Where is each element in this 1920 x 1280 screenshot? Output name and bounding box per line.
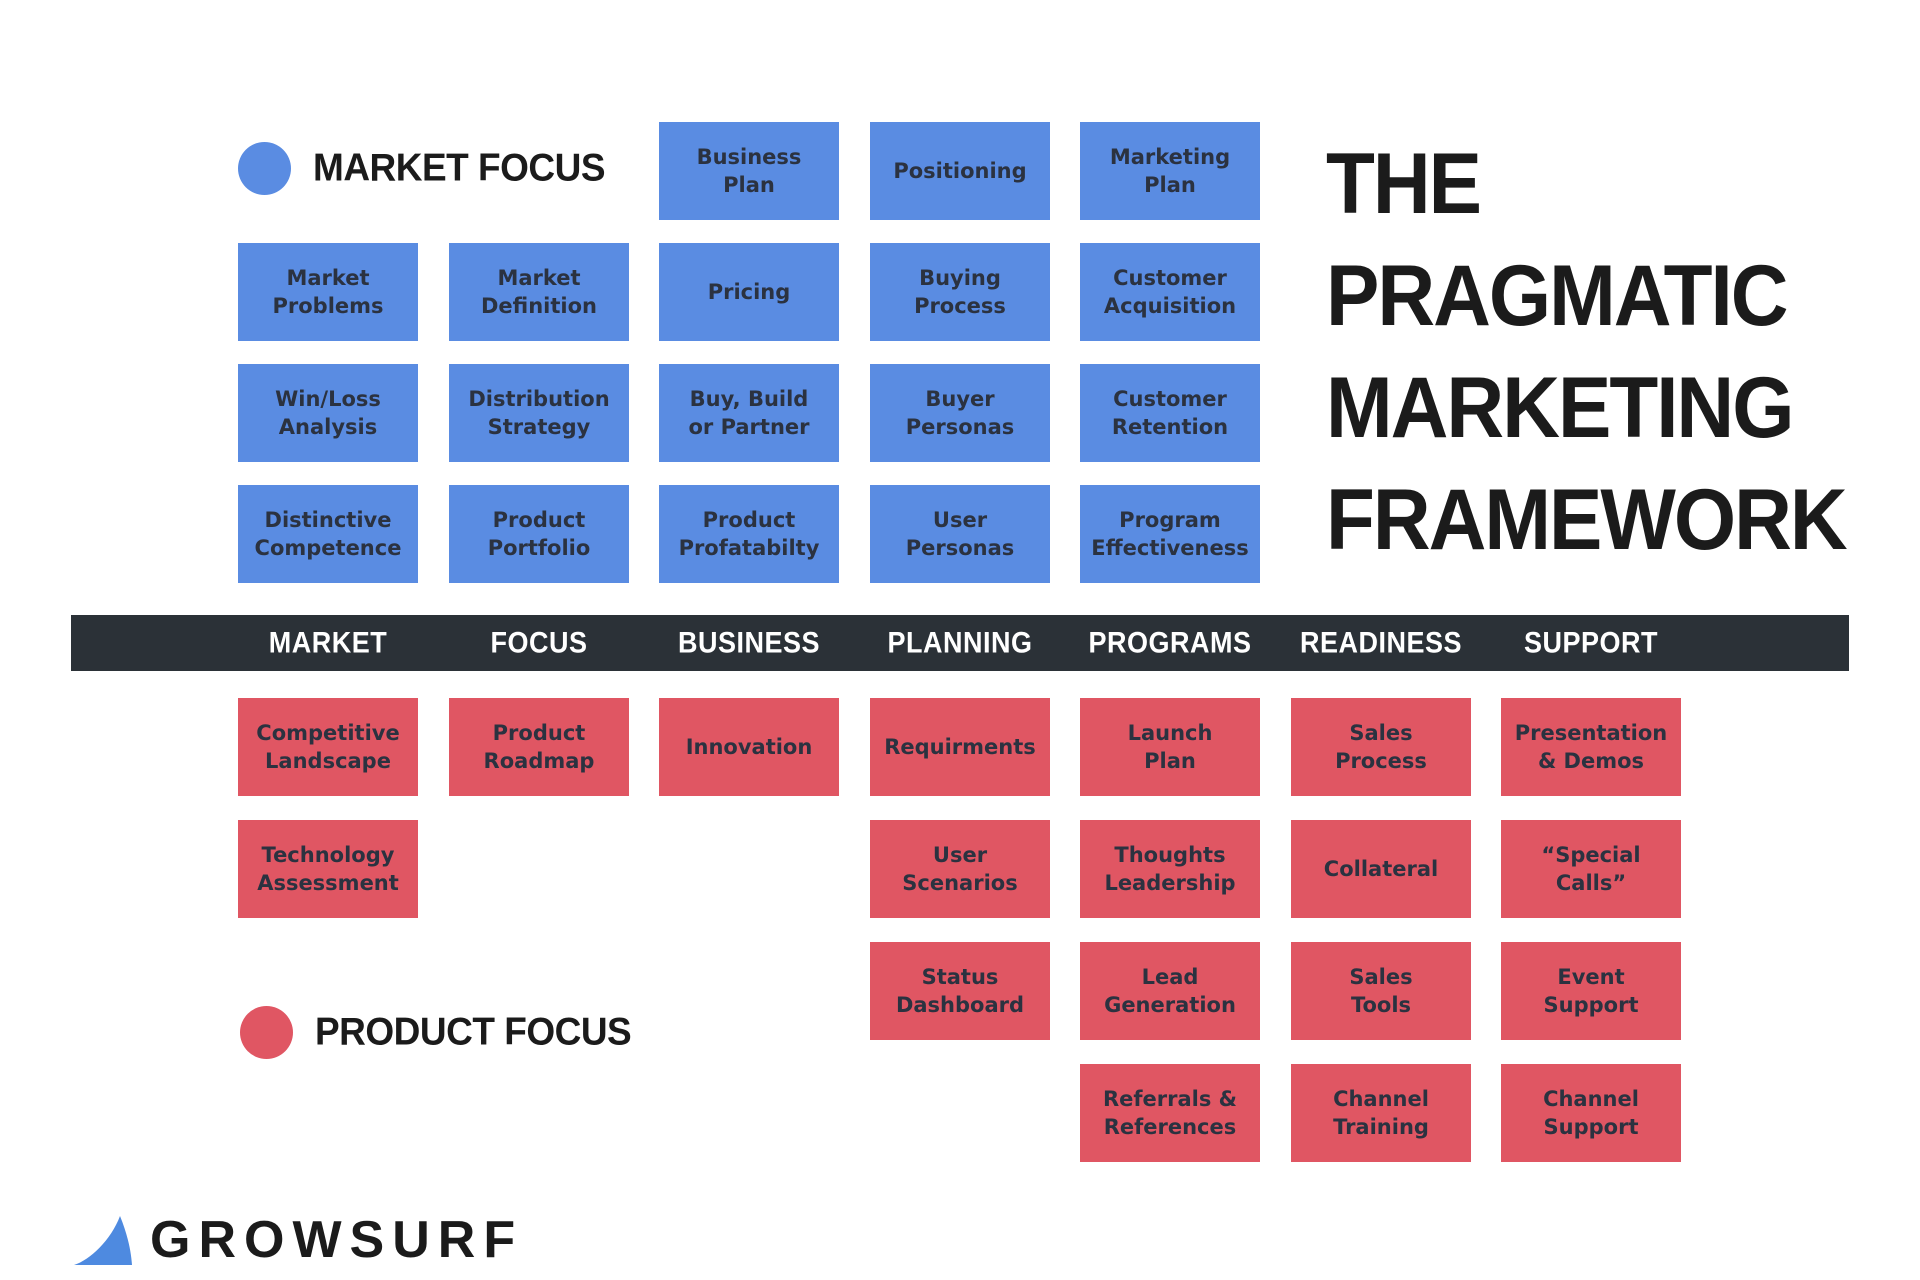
- product-focus-label: PRODUCT FOCUS: [315, 1009, 632, 1054]
- category-header-business: BUSINESS: [677, 626, 821, 660]
- box-product-roadmap: Product Roadmap: [449, 698, 629, 796]
- box-innovation: Innovation: [659, 698, 839, 796]
- box-customer-acquisition: Customer Acquisition: [1080, 243, 1260, 341]
- product-focus-legend: PRODUCT FOCUS: [240, 1005, 632, 1059]
- box-product-profatabilty: Product Profatabilty: [659, 485, 839, 583]
- box-launch-plan: Launch Plan: [1080, 698, 1260, 796]
- market-focus-dot-icon: [238, 141, 291, 195]
- category-header-market: MARKET: [268, 626, 388, 660]
- category-header-readiness: READINESS: [1299, 626, 1463, 660]
- box-pricing: Pricing: [659, 243, 839, 341]
- box-business-plan: Business Plan: [659, 122, 839, 220]
- box-status-dashboard: Status Dashboard: [870, 942, 1050, 1040]
- box-customer-retention: Customer Retention: [1080, 364, 1260, 462]
- title-line-marketing: MARKETING: [1326, 359, 1794, 456]
- box-referrals-references: Referrals & References: [1080, 1064, 1260, 1162]
- box-distribution-strategy: Distribution Strategy: [449, 364, 629, 462]
- box-requirments: Requirments: [870, 698, 1050, 796]
- category-header-planning: PLANNING: [887, 626, 1033, 660]
- page-title: THE PRAGMATIC MARKETING FRAMEWORK: [1326, 128, 1848, 576]
- box-buyer-personas: Buyer Personas: [870, 364, 1050, 462]
- box-marketing-plan: Marketing Plan: [1080, 122, 1260, 220]
- shark-fin-icon: [74, 1216, 132, 1265]
- box-channel-training: Channel Training: [1291, 1064, 1471, 1162]
- product-focus-dot-icon: [240, 1005, 293, 1059]
- box-market-problems: Market Problems: [238, 243, 418, 341]
- growsurf-wordmark: GROWSURF: [150, 1211, 524, 1269]
- box-event-support: Event Support: [1501, 942, 1681, 1040]
- growsurf-logo: GROWSURF: [74, 1211, 524, 1269]
- box-lead-generation: Lead Generation: [1080, 942, 1260, 1040]
- box-buy-build-or-partner: Buy, Build or Partner: [659, 364, 839, 462]
- title-line-framework: FRAMEWORK: [1326, 471, 1848, 568]
- market-focus-label: MARKET FOCUS: [313, 145, 606, 190]
- box-competitive-landscape: Competitive Landscape: [238, 698, 418, 796]
- box-thoughts-leadership: Thoughts Leadership: [1080, 820, 1260, 918]
- category-header-programs: PROGRAMS: [1088, 626, 1252, 660]
- title-line-pragmatic: PRAGMATIC: [1326, 247, 1788, 344]
- box-sales-tools: Sales Tools: [1291, 942, 1471, 1040]
- box-product-portfolio: Product Portfolio: [449, 485, 629, 583]
- box-special-calls: “Special Calls”: [1501, 820, 1681, 918]
- category-bar: [71, 615, 1849, 671]
- box-program-effectiveness: Program Effectiveness: [1080, 485, 1260, 583]
- market-focus-legend: MARKET FOCUS: [238, 141, 606, 195]
- box-collateral: Collateral: [1291, 820, 1471, 918]
- box-channel-support: Channel Support: [1501, 1064, 1681, 1162]
- box-user-scenarios: User Scenarios: [870, 820, 1050, 918]
- box-technology-assessment: Technology Assessment: [238, 820, 418, 918]
- title-line-the: THE: [1326, 135, 1482, 232]
- box-win-loss-analysis: Win/Loss Analysis: [238, 364, 418, 462]
- box-positioning: Positioning: [870, 122, 1050, 220]
- box-user-personas: User Personas: [870, 485, 1050, 583]
- box-distinctive-competence: Distinctive Competence: [238, 485, 418, 583]
- box-presentation-demos: Presentation & Demos: [1501, 698, 1681, 796]
- box-market-definition: Market Definition: [449, 243, 629, 341]
- category-header-focus: FOCUS: [490, 626, 588, 660]
- category-header-support: SUPPORT: [1523, 626, 1659, 660]
- box-sales-process: Sales Process: [1291, 698, 1471, 796]
- box-buying-process: Buying Process: [870, 243, 1050, 341]
